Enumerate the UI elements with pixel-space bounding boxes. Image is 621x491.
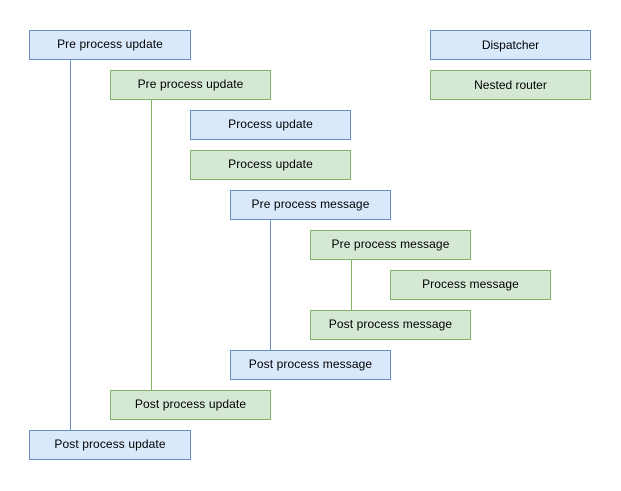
legend-item-dispatcher[interactable]: Dispatcher xyxy=(430,30,591,60)
legend-label: Nested router xyxy=(474,78,547,92)
node-process-update-dispatcher[interactable]: Process update xyxy=(190,110,351,140)
node-label: Pre process message xyxy=(331,237,450,252)
connector-nested-router-inner xyxy=(351,260,352,310)
node-pre-process-message-dispatcher[interactable]: Pre process message xyxy=(230,190,391,220)
node-label: Process update xyxy=(228,117,313,132)
node-label: Post process update xyxy=(134,397,247,412)
node-pre-process-update-dispatcher[interactable]: Pre process update xyxy=(29,30,191,60)
node-post-process-message-dispatcher[interactable]: Post process message xyxy=(230,350,391,380)
node-label: Process message xyxy=(422,277,519,292)
node-process-update-nested-router[interactable]: Process update xyxy=(190,150,351,180)
node-post-process-update-nested-router[interactable]: Post process update xyxy=(110,390,271,420)
node-post-process-message-nested-router[interactable]: Post process message xyxy=(310,310,471,340)
legend-label: Dispatcher xyxy=(481,38,540,52)
node-process-message-nested-router[interactable]: Process message xyxy=(390,270,551,300)
node-pre-process-update-nested-router[interactable]: Pre process update xyxy=(110,70,271,100)
node-label: Pre process update xyxy=(137,77,244,92)
connector-dispatcher-outer xyxy=(70,60,71,430)
node-label: Post process message xyxy=(328,317,453,332)
node-label: Pre process message xyxy=(251,197,370,212)
legend-item-nested-router[interactable]: Nested router xyxy=(430,70,591,100)
node-label: Process update xyxy=(228,157,313,172)
connector-dispatcher-inner xyxy=(270,220,271,350)
node-pre-process-message-nested-router[interactable]: Pre process message xyxy=(310,230,471,260)
node-label: Post process message xyxy=(248,357,373,372)
node-post-process-update-dispatcher[interactable]: Post process update xyxy=(29,430,191,460)
node-label: Post process update xyxy=(54,437,166,452)
node-label: Pre process update xyxy=(57,37,163,52)
connector-nested-router-outer xyxy=(151,100,152,390)
